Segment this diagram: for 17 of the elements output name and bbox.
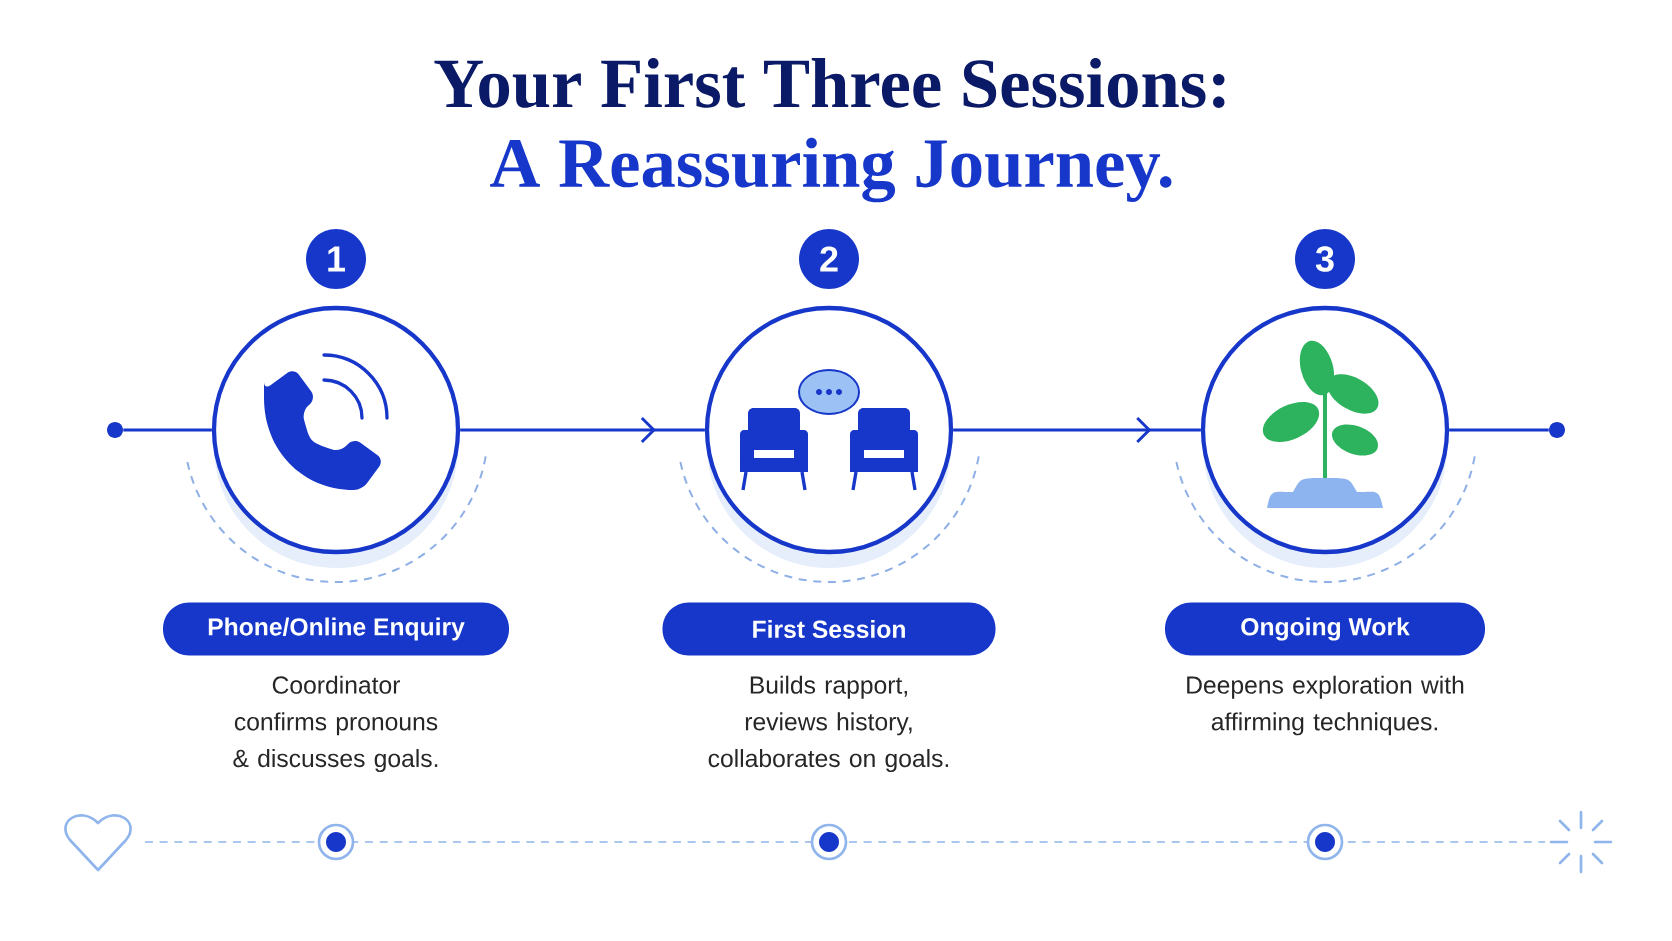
description-text: Coordinator confirms pronouns & discusses goals. [233,675,438,773]
description-text: Deepens exploration with affirming techniques. [1187,675,1464,736]
description-text: Builds rapport, reviews history, collaborates on goals. [708,675,949,773]
step-pill: Ongoing Work [1165,602,1485,656]
end-dot [1549,422,1565,438]
connector [953,416,1201,444]
step-number: 1 [306,229,366,289]
connector [1449,428,1549,432]
connector [460,416,705,444]
step-pill: Phone/Online Enquiry [163,602,509,656]
step-number: 3 [1295,229,1355,289]
step-pill: First Session [662,602,996,656]
step-number: 2 [799,229,859,289]
subtitle: A Reassuring Journey. [490,137,1172,203]
connector [123,428,212,432]
end-dot [107,422,123,438]
title: Your First Three Sessions: [434,58,1225,108]
